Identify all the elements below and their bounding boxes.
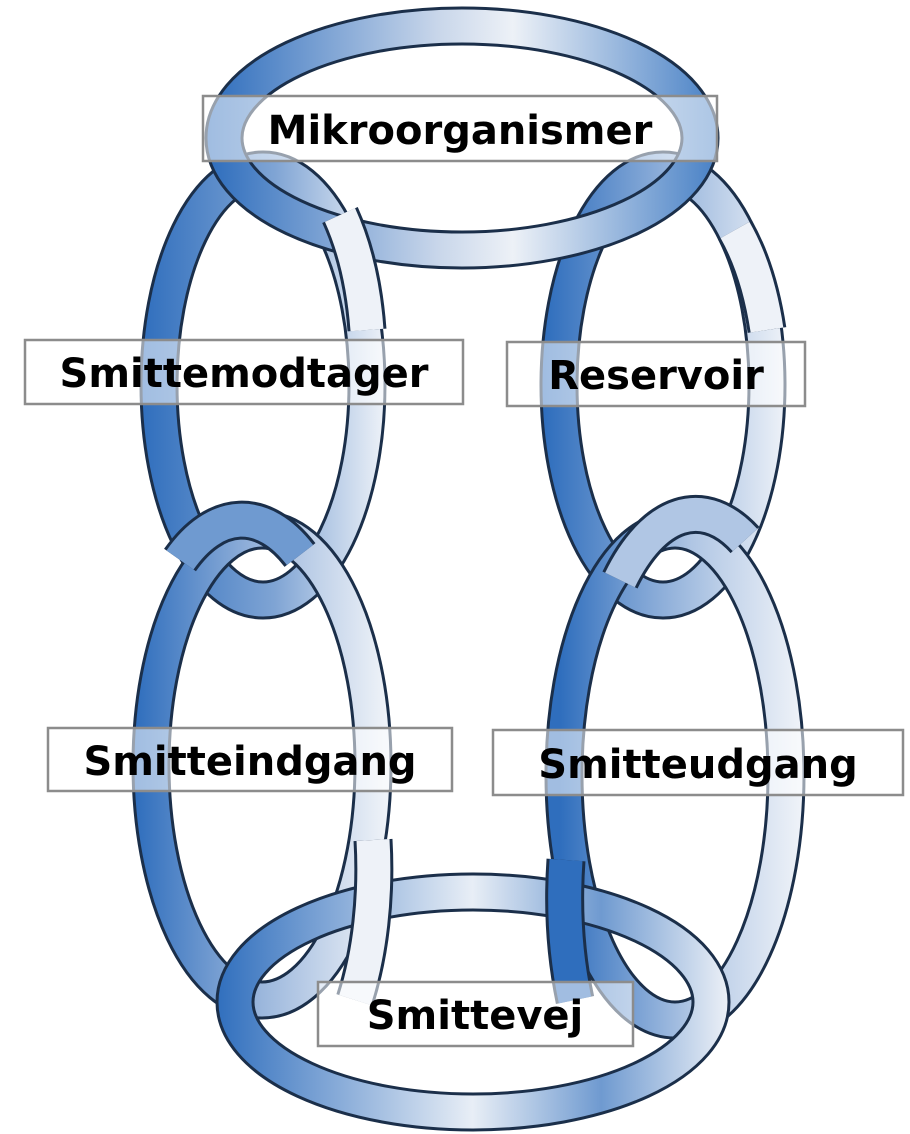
link-bottom — [215, 872, 731, 1132]
label-mikroorganismer-text: Mikroorganismer — [268, 108, 653, 154]
label-smitteindgang-text: Smitteindgang — [83, 739, 416, 785]
label-reservoir-text: Reservoir — [548, 353, 764, 399]
label-reservoir: Reservoir — [505, 340, 807, 408]
label-smittevej-text: Smittevej — [367, 993, 583, 1039]
label-smittemodtager: Smittemodtager — [23, 338, 465, 406]
label-mikroorganismer: Mikroorganismer — [201, 94, 719, 163]
label-smittemodtager-text: Smittemodtager — [60, 351, 429, 397]
label-smittevej: Smittevej — [316, 980, 635, 1048]
label-smitteindgang: Smitteindgang — [46, 726, 454, 793]
label-smitteudgang-text: Smitteudgang — [538, 742, 857, 788]
label-smitteudgang: Smitteudgang — [491, 728, 905, 797]
